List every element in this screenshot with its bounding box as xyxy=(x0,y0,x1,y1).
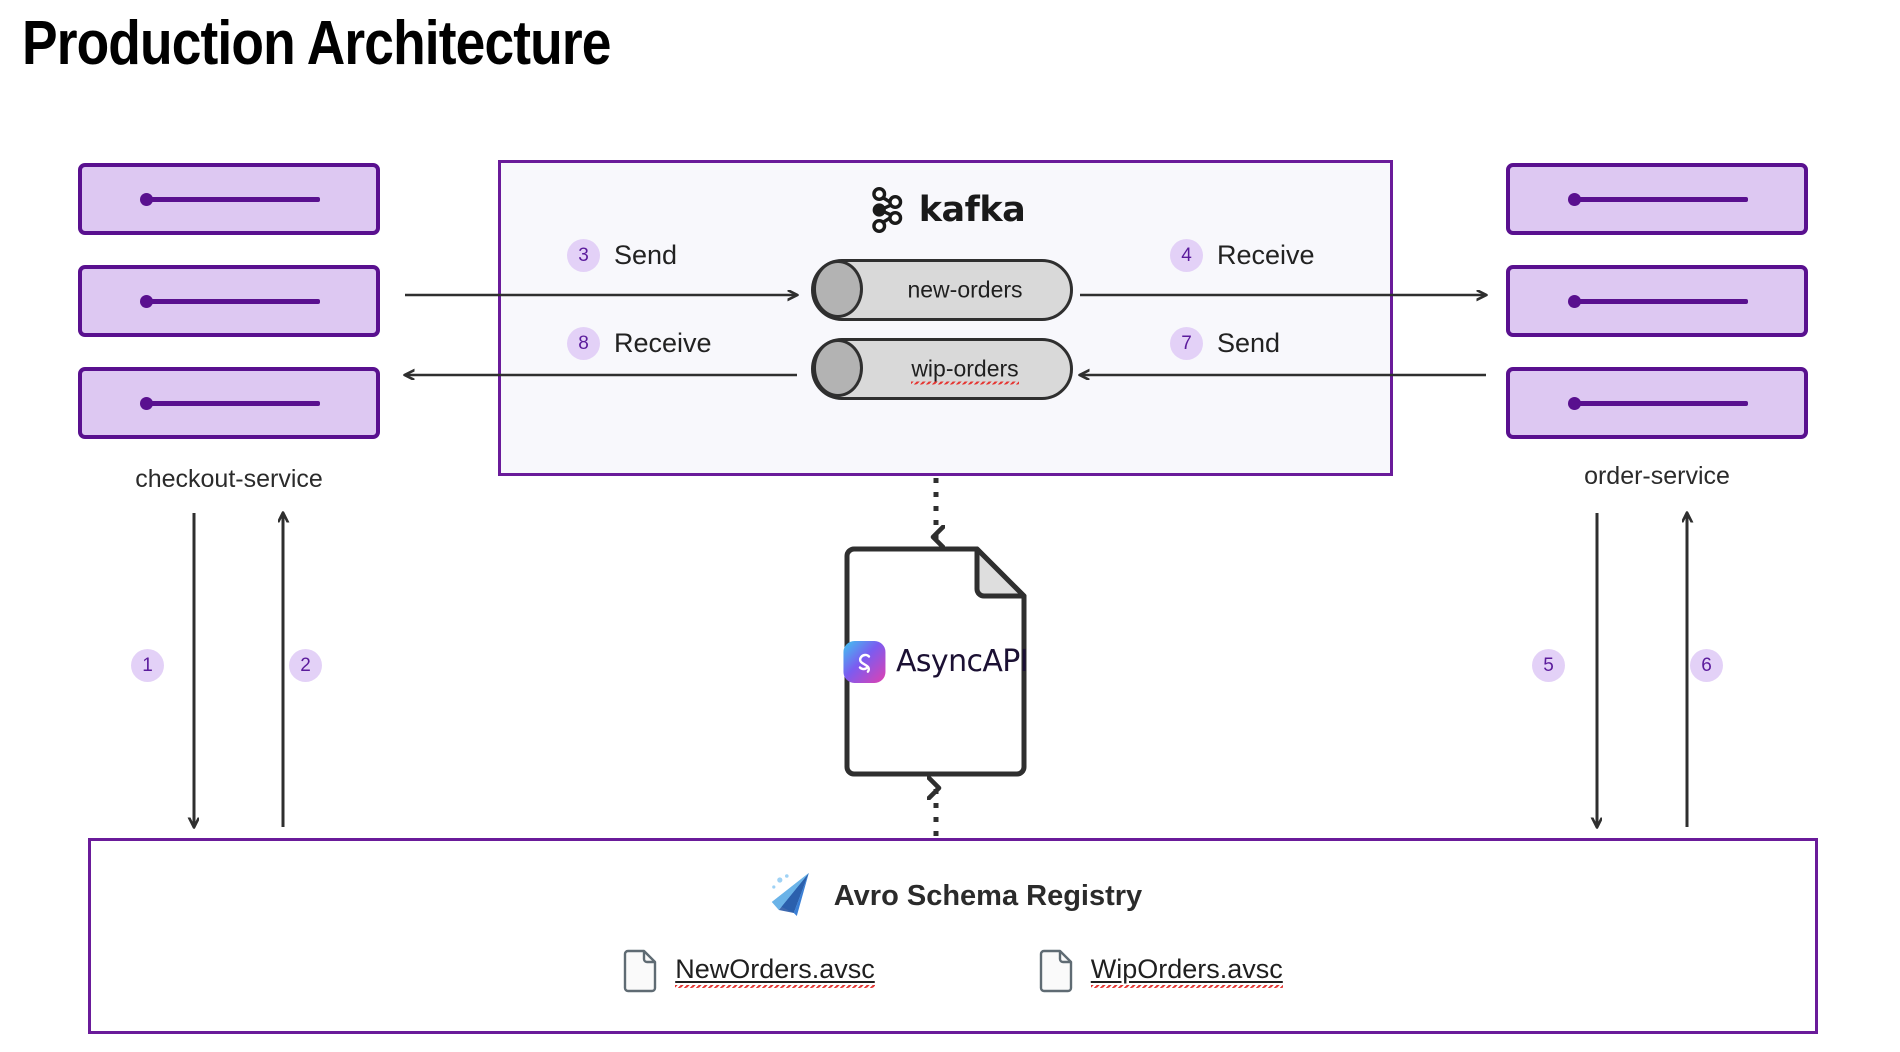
schema-file-list: NewOrders.avsc WipOrders.avsc xyxy=(91,949,1815,993)
kafka-logo: kafka xyxy=(866,185,1026,235)
rack-dot-icon xyxy=(1568,396,1581,410)
rack-unit-3[interactable] xyxy=(78,367,380,439)
flow-badge-3: 3 xyxy=(567,239,600,272)
asyncapi-mark-icon xyxy=(842,640,885,683)
schema-file-item[interactable]: WipOrders.avsc xyxy=(1039,949,1283,993)
asyncapi-document[interactable]: AsyncAPI xyxy=(842,545,1029,778)
flow-action-label: Receive xyxy=(1217,240,1315,270)
flow-badge-1: 1 xyxy=(131,649,164,682)
order-service-group[interactable] xyxy=(1506,163,1808,439)
flow-label-receive-wip-orders: 8 Receive xyxy=(567,327,712,360)
rack-dot-icon xyxy=(140,396,153,410)
rack-line-icon xyxy=(1578,196,1748,202)
asyncapi-glyph-icon xyxy=(858,653,870,673)
avro-icon xyxy=(771,873,809,916)
file-icon xyxy=(624,949,657,993)
rack-line-icon xyxy=(1578,400,1748,406)
file-icon xyxy=(1039,949,1072,993)
rack-dot-icon xyxy=(1568,294,1581,308)
flow-badge-6: 6 xyxy=(1690,649,1723,682)
flow-action-label: Send xyxy=(614,240,678,270)
flow-label-send-wip-orders: 7 Send xyxy=(1170,327,1280,360)
flow-badge-5: 5 xyxy=(1532,649,1565,682)
kafka-broker-panel[interactable]: kafka new-orders wip-orders xyxy=(498,160,1393,476)
rack-line-icon xyxy=(150,298,320,304)
flow-badge-7: 7 xyxy=(1170,327,1203,360)
avro-schema-registry-panel[interactable]: Avro Schema Registry NewOrders.avsc WipO… xyxy=(88,838,1818,1034)
schema-file-name[interactable]: WipOrders.avsc xyxy=(1090,954,1283,988)
schema-file-item[interactable]: NewOrders.avsc xyxy=(623,949,875,993)
topic-label-text: wip-orders xyxy=(911,355,1019,385)
rack-dot-icon xyxy=(140,294,153,308)
flow-badge-4: 4 xyxy=(1170,239,1203,272)
asyncapi-wordmark: AsyncAPI xyxy=(895,644,1029,679)
flow-label-receive-new-orders: 4 Receive xyxy=(1170,239,1315,272)
topic-new-orders[interactable]: new-orders xyxy=(811,259,1073,321)
registry-title: Avro Schema Registry xyxy=(833,879,1143,912)
kafka-wordmark: kafka xyxy=(918,190,1026,230)
rack-line-icon xyxy=(150,196,320,202)
flow-action-label: Receive xyxy=(614,328,712,358)
rack-dot-icon xyxy=(1568,192,1581,206)
registry-header: Avro Schema Registry xyxy=(764,869,1142,923)
rack-unit-2[interactable] xyxy=(1506,265,1808,337)
topic-cylinder-cap xyxy=(813,260,863,318)
page-title: Production Architecture xyxy=(22,9,611,78)
rack-unit-1[interactable] xyxy=(78,163,380,235)
rack-line-icon xyxy=(150,400,320,406)
checkout-service-group[interactable] xyxy=(78,163,380,439)
flow-badge-8: 8 xyxy=(567,327,600,360)
flow-action-label: Send xyxy=(1217,328,1281,358)
flow-badge-2: 2 xyxy=(289,649,322,682)
topic-wip-orders[interactable]: wip-orders xyxy=(811,338,1073,400)
rack-unit-1[interactable] xyxy=(1506,163,1808,235)
topic-label: new-orders xyxy=(907,276,1023,303)
order-service-label: order-service xyxy=(1584,462,1730,490)
asyncapi-logo: AsyncAPI xyxy=(842,640,1029,683)
schema-file-name[interactable]: NewOrders.avsc xyxy=(675,954,875,988)
rack-unit-3[interactable] xyxy=(1506,367,1808,439)
rack-unit-2[interactable] xyxy=(78,265,380,337)
document-shape-icon xyxy=(844,546,1027,777)
topic-label: wip-orders xyxy=(867,355,1063,385)
rack-dot-icon xyxy=(140,192,153,206)
flow-label-send-new-orders: 3 Send xyxy=(567,239,677,272)
rack-line-icon xyxy=(1578,298,1748,304)
checkout-service-label: checkout-service xyxy=(135,465,323,493)
kafka-icon xyxy=(871,186,902,234)
topic-cylinder-cap xyxy=(813,339,863,397)
